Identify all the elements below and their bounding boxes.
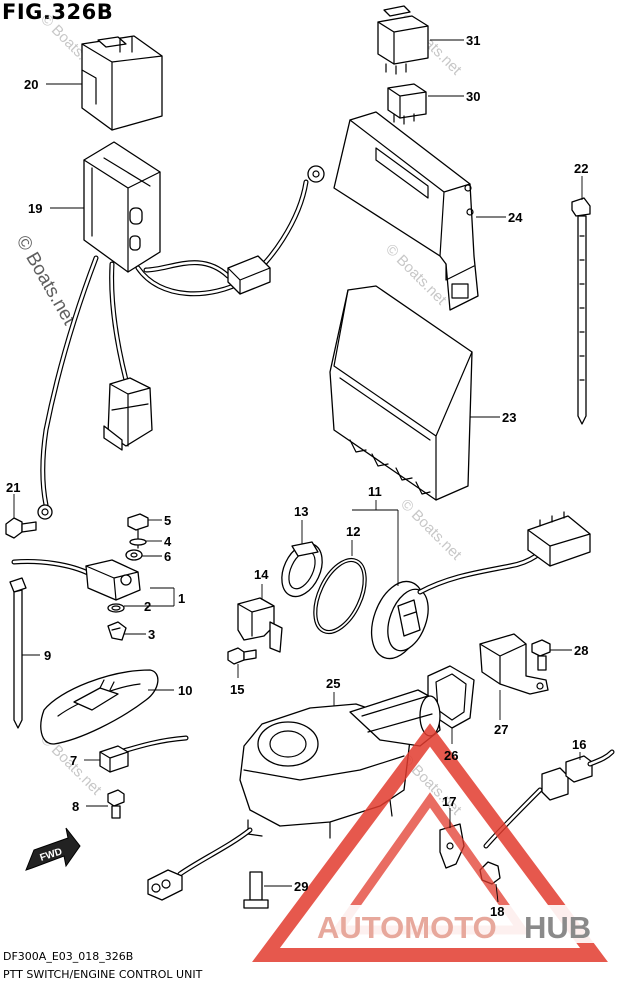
callout-19: 19 xyxy=(28,201,42,216)
callout-25: 25 xyxy=(326,676,340,691)
callout-20: 20 xyxy=(24,77,38,92)
part-29-bolt xyxy=(243,871,269,909)
watermark-5: © Boats.net xyxy=(397,496,465,564)
part-1-trim-sender xyxy=(11,513,149,613)
callout-8: 8 xyxy=(72,799,79,814)
callout-6: 6 xyxy=(164,549,171,564)
callout-22: 22 xyxy=(574,161,588,176)
logo-text-hub: HUB xyxy=(524,910,591,945)
automotohub-logo: AUTOMOTO HUB xyxy=(252,723,612,962)
part-13-ring xyxy=(281,541,323,598)
callout-17: 17 xyxy=(442,794,456,809)
part-22-cable-tie xyxy=(571,197,591,425)
callout-12: 12 xyxy=(346,524,360,539)
part-27-bracket xyxy=(479,633,549,695)
logo-text-automoto: AUTOMOTO xyxy=(317,910,497,945)
callout-23: 23 xyxy=(502,410,516,425)
callout-4: 4 xyxy=(164,534,172,549)
callout-16: 16 xyxy=(572,737,586,752)
callout-3: 3 xyxy=(148,627,155,642)
callout-13: 13 xyxy=(294,504,308,519)
callout-9: 9 xyxy=(44,648,51,663)
leader-lines xyxy=(13,39,583,903)
part-19-harness xyxy=(37,141,325,520)
part-7-sensor xyxy=(99,735,189,773)
figure-code: DF300A_E03_018_326B xyxy=(3,950,134,963)
part-23-ecu xyxy=(329,285,473,501)
callout-14: 14 xyxy=(254,567,269,582)
part-16-connector xyxy=(483,749,615,849)
part-14-clamp xyxy=(237,597,283,653)
fwd-arrow: FWD xyxy=(25,827,81,871)
part-8-bolt xyxy=(107,789,125,819)
part-24-ecu-bracket xyxy=(333,111,479,311)
part-10-switch-panel xyxy=(40,669,159,745)
callout-21: 21 xyxy=(6,480,20,495)
callout-15: 15 xyxy=(230,682,244,697)
callout-28: 28 xyxy=(574,643,588,658)
part-9-cable-tie xyxy=(9,577,27,729)
figure-caption: PTT SWITCH/ENGINE CONTROL UNIT xyxy=(3,968,203,981)
callout-27: 27 xyxy=(494,722,508,737)
callout-2: 2 xyxy=(144,599,151,614)
callout-24: 24 xyxy=(508,210,523,225)
part-30-relay xyxy=(387,83,427,125)
callout-18: 18 xyxy=(490,904,504,919)
part-28-bolt xyxy=(531,639,551,671)
part-25-ptt-motor xyxy=(147,689,441,901)
callout-5: 5 xyxy=(164,513,171,528)
callout-11: 11 xyxy=(368,484,382,499)
callout-31: 31 xyxy=(466,33,480,48)
figure-title: FIG.326B xyxy=(2,0,114,24)
part-21-bolt xyxy=(5,517,37,539)
part-12-o-ring xyxy=(313,557,367,635)
callout-10: 10 xyxy=(178,683,192,698)
part-3-clip xyxy=(107,621,127,641)
part-20-cap xyxy=(81,35,163,131)
part-11-ptt-switch xyxy=(370,511,591,660)
callout-7: 7 xyxy=(70,753,77,768)
callout-1: 1 xyxy=(178,591,185,606)
part-15-bolt xyxy=(227,647,257,665)
part-31-relay xyxy=(377,5,429,75)
callout-26: 26 xyxy=(444,748,458,763)
callout-29: 29 xyxy=(294,879,308,894)
watermark-1: © Boats.net xyxy=(12,232,80,329)
callout-labels: 31 30 20 19 24 22 23 21 5 4 6 1 2 3 9 13… xyxy=(6,33,588,919)
callout-30: 30 xyxy=(466,89,480,104)
